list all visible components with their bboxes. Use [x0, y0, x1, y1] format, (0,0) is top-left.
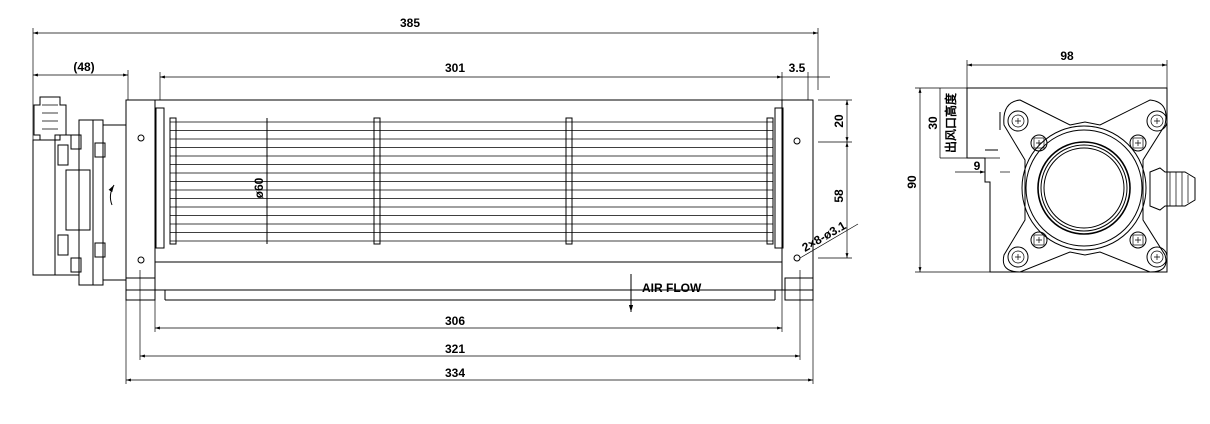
dim-offset: 3.5 [789, 61, 806, 75]
dim-impeller-diameter: ø60 [252, 177, 266, 198]
dim-side-height: 90 [905, 175, 919, 189]
cable-gland [1149, 167, 1196, 211]
dim-motor-length: (48) [73, 60, 94, 74]
dim-mounting-holes: 2×8-ø3.1 [800, 218, 849, 254]
flange-screws [1007, 110, 1168, 268]
end-bracket-right [781, 99, 814, 301]
airflow-indicator: AIR FLOW [628, 274, 702, 312]
dimension-lines [33, 31, 849, 382]
motor-assembly [32, 96, 127, 286]
end-bracket-left [125, 99, 156, 301]
motor-flange [1002, 99, 1167, 273]
dim-rotor-length: 301 [445, 61, 465, 75]
outlet-height-label: 出风口高度 [943, 92, 958, 153]
airflow-label: AIR FLOW [642, 281, 702, 295]
dim-outlet-height: 30 [926, 116, 940, 130]
dim-306: 306 [445, 314, 465, 328]
side-body [966, 87, 1168, 273]
side-view: 98 90 30 出风口高度 9 [905, 49, 1196, 273]
dim-hole-spacing: 58 [832, 189, 846, 203]
front-view: AIR FLOW 385 (48) 301 3.5 20 58 ø60 2×8-… [32, 16, 859, 384]
dim-top-hole: 20 [832, 114, 846, 128]
impeller-rings [155, 107, 784, 249]
dim-321: 321 [445, 342, 465, 356]
dim-overall-length: 385 [400, 16, 420, 30]
dim-side-width: 98 [1060, 49, 1074, 63]
dim-334: 334 [445, 366, 465, 380]
fan-housing [154, 99, 783, 301]
dim-outlet-offset: 9 [974, 159, 981, 173]
impeller-blades [170, 121, 773, 242]
